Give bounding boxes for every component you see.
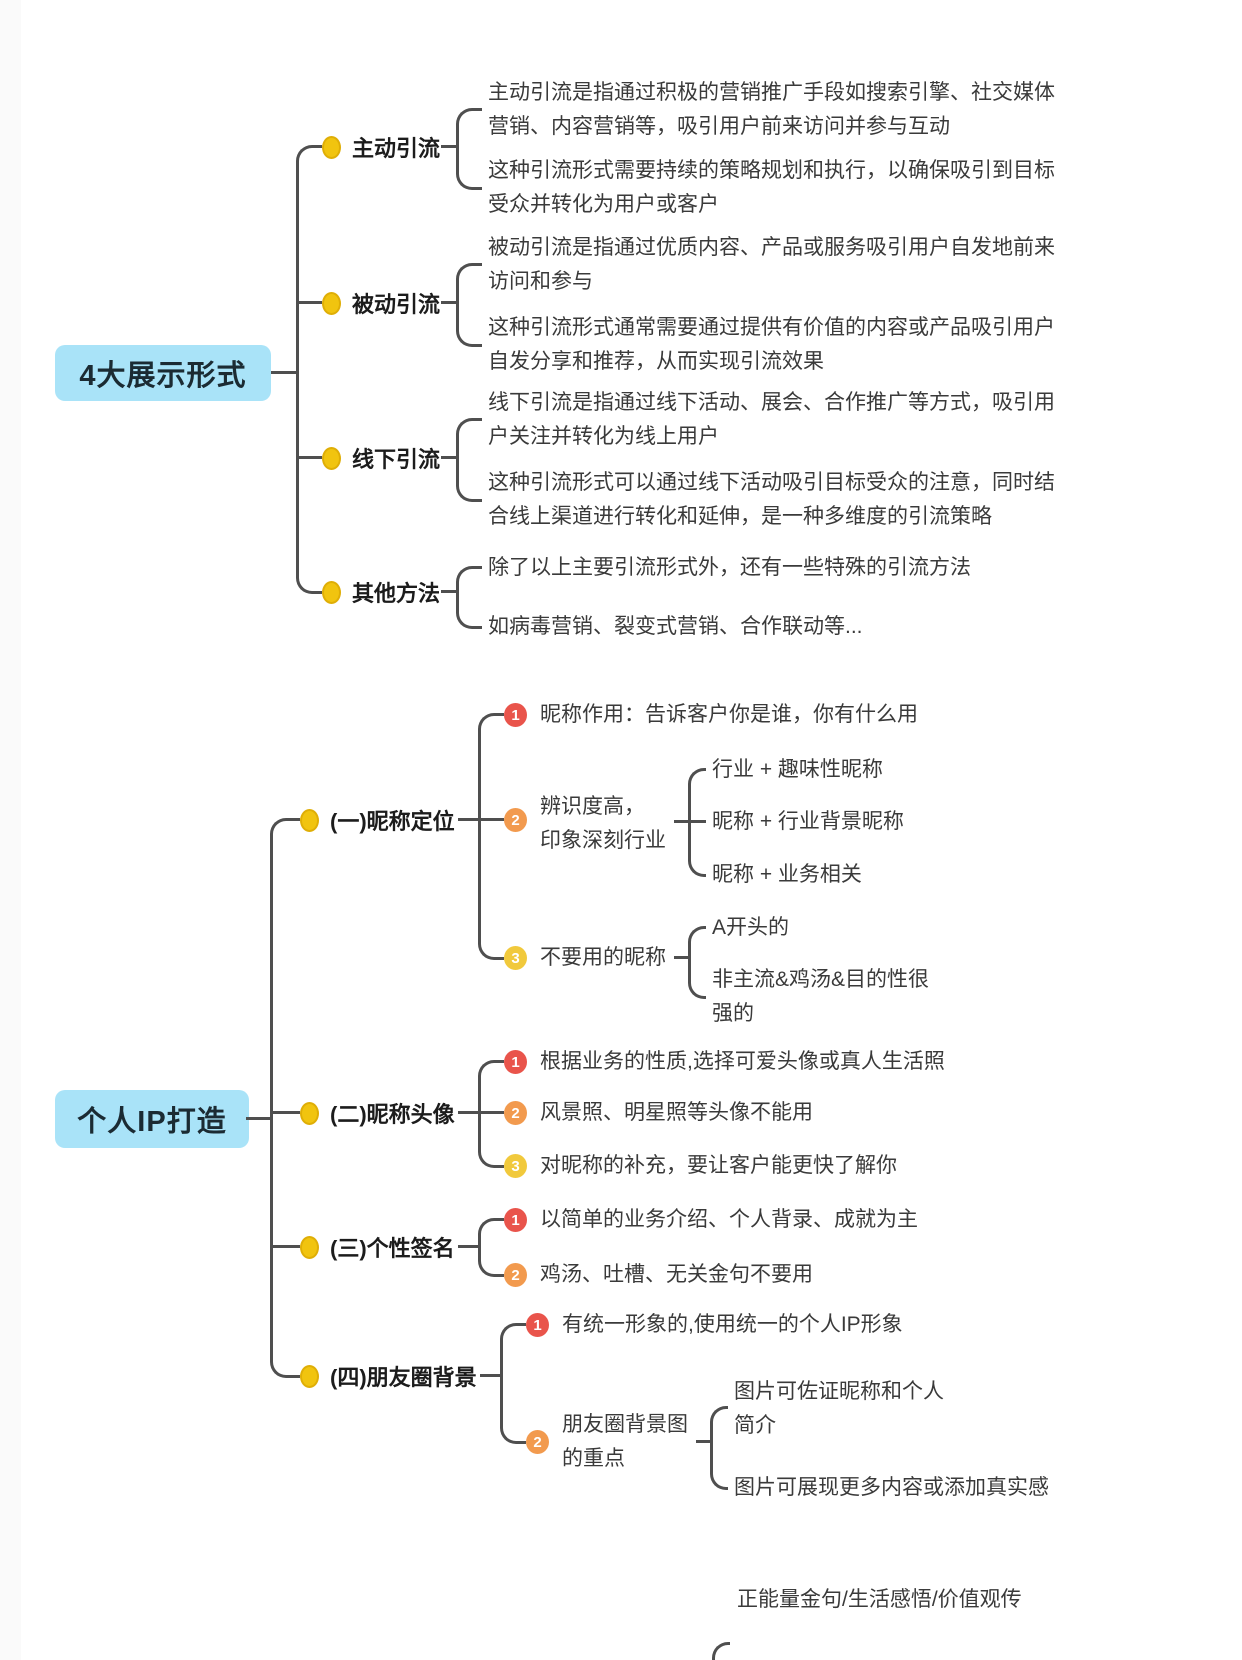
leaf-note[interactable]: 这种引流形式可以通过线下活动吸引目标受众的注意，同时结 合线上渠道进行转化和延伸… xyxy=(488,471,1055,528)
connector-line xyxy=(674,820,688,823)
connector-line xyxy=(441,590,456,593)
connector-line xyxy=(441,301,456,304)
partial-connector xyxy=(712,1642,730,1660)
connector-line xyxy=(271,371,296,374)
connector-line xyxy=(478,818,504,821)
connector-line xyxy=(296,456,322,459)
branch-nickname-avatar[interactable]: (二)昵称头像 xyxy=(300,1098,455,1128)
leaf-note[interactable]: 如病毒营销、裂变式营销、合作联动等... xyxy=(488,615,863,638)
connector-bracket xyxy=(710,1406,728,1490)
topic-marker-icon xyxy=(300,1364,319,1388)
number-1-icon: 1 xyxy=(504,1208,527,1232)
connector-line xyxy=(296,301,322,304)
branch-label: (三)个性签名 xyxy=(330,1236,455,1261)
number-1-icon: 1 xyxy=(526,1313,549,1337)
connector-line xyxy=(270,1111,300,1114)
leaf-note[interactable]: 线下引流是指通过线下活动、展会、合作推广等方式，吸引用 户关注并转化为线上用户 xyxy=(488,391,1055,448)
connector-line xyxy=(270,1245,300,1248)
branch-active-traffic[interactable]: 主动引流 xyxy=(322,132,440,162)
leaf-note[interactable]: 这种引流形式通常需要通过提供有价值的内容或产品吸引用户 自发分享和推荐，从而实现… xyxy=(488,316,1055,373)
leaf-note[interactable]: 昵称 + 行业背景昵称 xyxy=(712,810,904,833)
topic-marker-icon xyxy=(322,446,341,470)
branch-label: 其他方法 xyxy=(352,581,441,606)
topic-marker-icon xyxy=(300,1101,319,1125)
connector-line xyxy=(458,1245,478,1248)
leaf-note[interactable]: 非主流&鸡汤&目的性很 强的 xyxy=(712,968,930,1025)
leaf-note[interactable]: 昵称作用：告诉客户你是谁，你有什么用 xyxy=(540,703,918,726)
leaf-note[interactable]: 不要用的昵称 xyxy=(540,946,666,969)
branch-label: 线下引流 xyxy=(352,447,441,472)
leaf-note[interactable]: 昵称 + 业务相关 xyxy=(712,863,862,886)
connector-line xyxy=(674,956,688,959)
number-3-icon: 3 xyxy=(504,946,527,970)
connector-line xyxy=(458,1111,478,1114)
connector-line xyxy=(458,818,478,821)
connector-line xyxy=(696,1440,710,1443)
leaf-note[interactable]: 图片可佐证昵称和个人 简介 xyxy=(734,1380,944,1437)
leaf-note[interactable]: 这种引流形式需要持续的策略规划和执行，以确保吸引到目标 受众并转化为用户或客户 xyxy=(488,159,1055,216)
topic-marker-icon xyxy=(300,808,319,832)
topic-marker-icon xyxy=(322,580,341,604)
branch-nickname-positioning[interactable]: (一)昵称定位 xyxy=(300,805,455,835)
connector-bracket xyxy=(456,108,482,190)
connector-bracket xyxy=(456,263,482,347)
leaf-note[interactable]: 朋友圈背景图 的重点 xyxy=(562,1413,688,1470)
number-1-icon: 1 xyxy=(504,703,527,727)
number-2-icon: 2 xyxy=(526,1430,549,1454)
number-2-icon: 2 xyxy=(504,1263,527,1287)
branch-signature[interactable]: (三)个性签名 xyxy=(300,1232,455,1262)
branch-label: 主动引流 xyxy=(352,136,441,161)
leaf-note[interactable]: A开头的 xyxy=(712,916,790,939)
connector-bracket xyxy=(500,1323,526,1444)
connector-line xyxy=(246,1117,270,1120)
branch-label: (二)昵称头像 xyxy=(330,1102,455,1127)
leaf-note[interactable]: 被动引流是指通过优质内容、产品或服务吸引用户自发地前来 访问和参与 xyxy=(488,236,1055,293)
connector-line xyxy=(478,1111,504,1114)
leaf-note[interactable]: 图片可展现更多内容或添加真实感 xyxy=(734,1476,1049,1499)
connector-line xyxy=(441,456,456,459)
leaf-note[interactable]: 根据业务的性质,选择可爱头像或真人生活照 xyxy=(540,1050,945,1073)
left-margin-strip xyxy=(0,0,21,1660)
leaf-note[interactable]: 行业 + 趣味性昵称 xyxy=(712,758,883,781)
branch-label: (四)朋友圈背景 xyxy=(330,1365,477,1390)
connector-bracket xyxy=(270,818,300,1378)
number-3-icon: 3 xyxy=(504,1154,527,1178)
root-topic-personal-ip[interactable]: 个人IP打造 xyxy=(55,1090,249,1148)
connector-bracket xyxy=(688,926,706,999)
branch-offline-traffic[interactable]: 线下引流 xyxy=(322,443,440,473)
leaf-note[interactable]: 主动引流是指通过积极的营销推广手段如搜索引擎、社交媒体 营销、内容营销等，吸引用… xyxy=(488,81,1055,138)
number-1-icon: 1 xyxy=(504,1050,527,1074)
leaf-note[interactable]: 正能量金句/生活感悟/价值观传 xyxy=(737,1588,1022,1611)
topic-marker-icon xyxy=(322,291,341,315)
topic-marker-icon xyxy=(322,135,341,159)
leaf-note[interactable]: 鸡汤、吐槽、无关金句不要用 xyxy=(540,1263,813,1286)
connector-bracket xyxy=(456,566,482,629)
number-2-icon: 2 xyxy=(504,1101,527,1125)
branch-label: (一)昵称定位 xyxy=(330,809,455,834)
leaf-note[interactable]: 有统一形象的,使用统一的个人IP形象 xyxy=(562,1313,903,1336)
leaf-note[interactable]: 以简单的业务介绍、个人背录、成就为主 xyxy=(540,1208,918,1231)
connector-line xyxy=(441,145,456,148)
branch-label: 被动引流 xyxy=(352,292,441,317)
connector-bracket xyxy=(456,418,482,502)
connector-bracket xyxy=(478,1060,504,1168)
number-2-icon: 2 xyxy=(504,808,527,832)
leaf-note[interactable]: 对昵称的补充，要让客户能更快了解你 xyxy=(540,1154,897,1177)
leaf-note[interactable]: 辨识度高， 印象深刻行业 xyxy=(540,795,666,852)
branch-other-methods[interactable]: 其他方法 xyxy=(322,577,440,607)
leaf-note[interactable]: 除了以上主要引流形式外，还有一些特殊的引流方法 xyxy=(488,556,971,579)
connector-bracket xyxy=(478,713,504,960)
connector-line xyxy=(688,820,706,823)
branch-passive-traffic[interactable]: 被动引流 xyxy=(322,288,440,318)
leaf-note[interactable]: 风景照、明星照等头像不能用 xyxy=(540,1101,813,1124)
connector-bracket xyxy=(478,1218,504,1277)
root-topic-display-forms[interactable]: 4大展示形式 xyxy=(55,345,271,401)
connector-line xyxy=(480,1374,500,1377)
connector-bracket xyxy=(296,145,322,594)
topic-marker-icon xyxy=(300,1235,319,1259)
branch-moments-background[interactable]: (四)朋友圈背景 xyxy=(300,1361,477,1391)
